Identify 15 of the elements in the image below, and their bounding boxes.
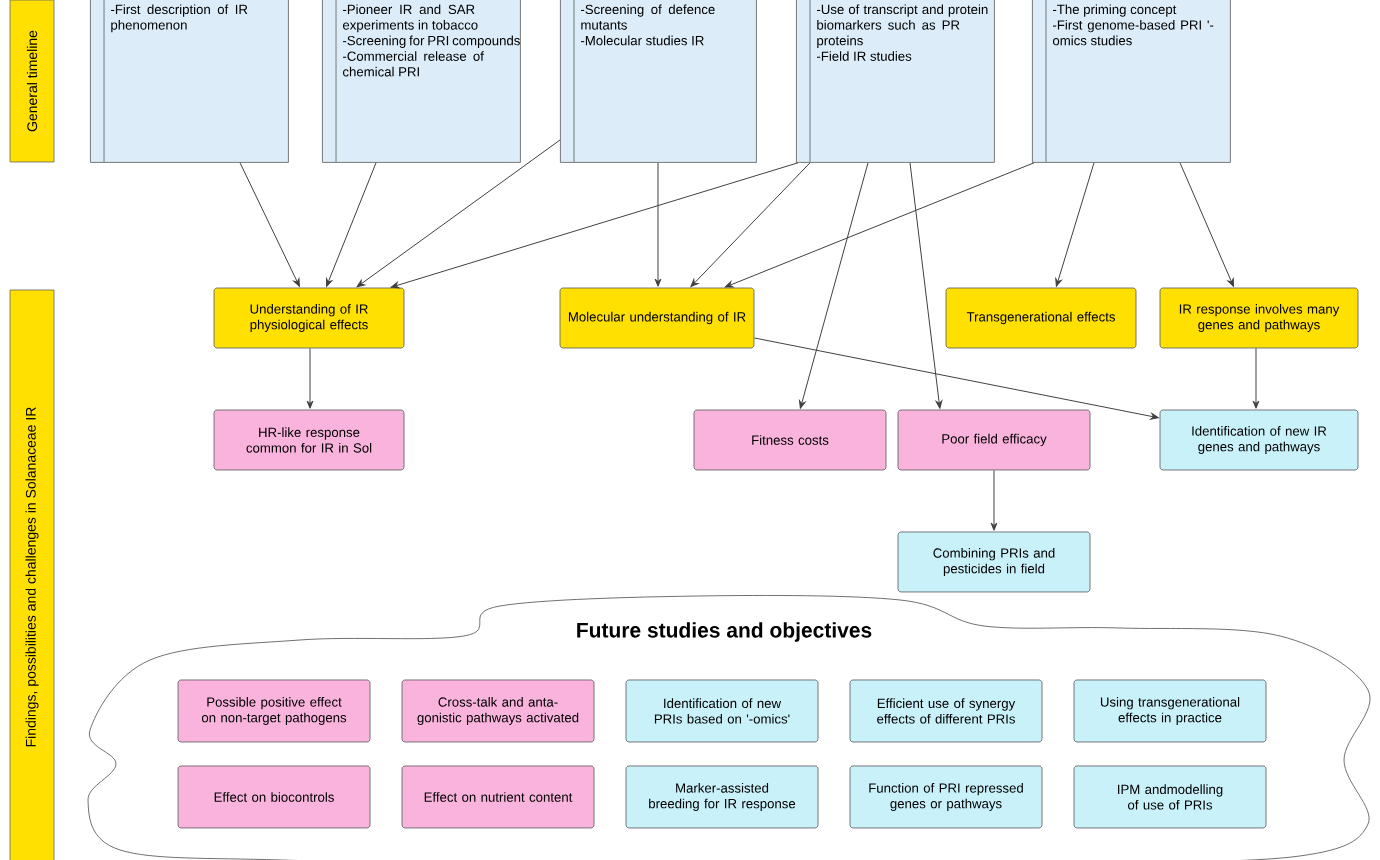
- arrow: [239, 162, 300, 287]
- arrow: [690, 162, 811, 288]
- arrow: [1179, 162, 1234, 287]
- arrow: [799, 162, 869, 409]
- arrow: [753, 337, 1159, 420]
- arrow: [1252, 347, 1260, 409]
- arrow: [909, 162, 943, 409]
- arrow: [306, 347, 314, 409]
- arrow: [390, 162, 799, 289]
- arrow: [326, 162, 377, 287]
- arrow: [654, 162, 662, 287]
- arrow: [1055, 162, 1095, 287]
- arrow: [356, 139, 561, 288]
- arrow: [724, 162, 1035, 288]
- arrow: [990, 469, 998, 531]
